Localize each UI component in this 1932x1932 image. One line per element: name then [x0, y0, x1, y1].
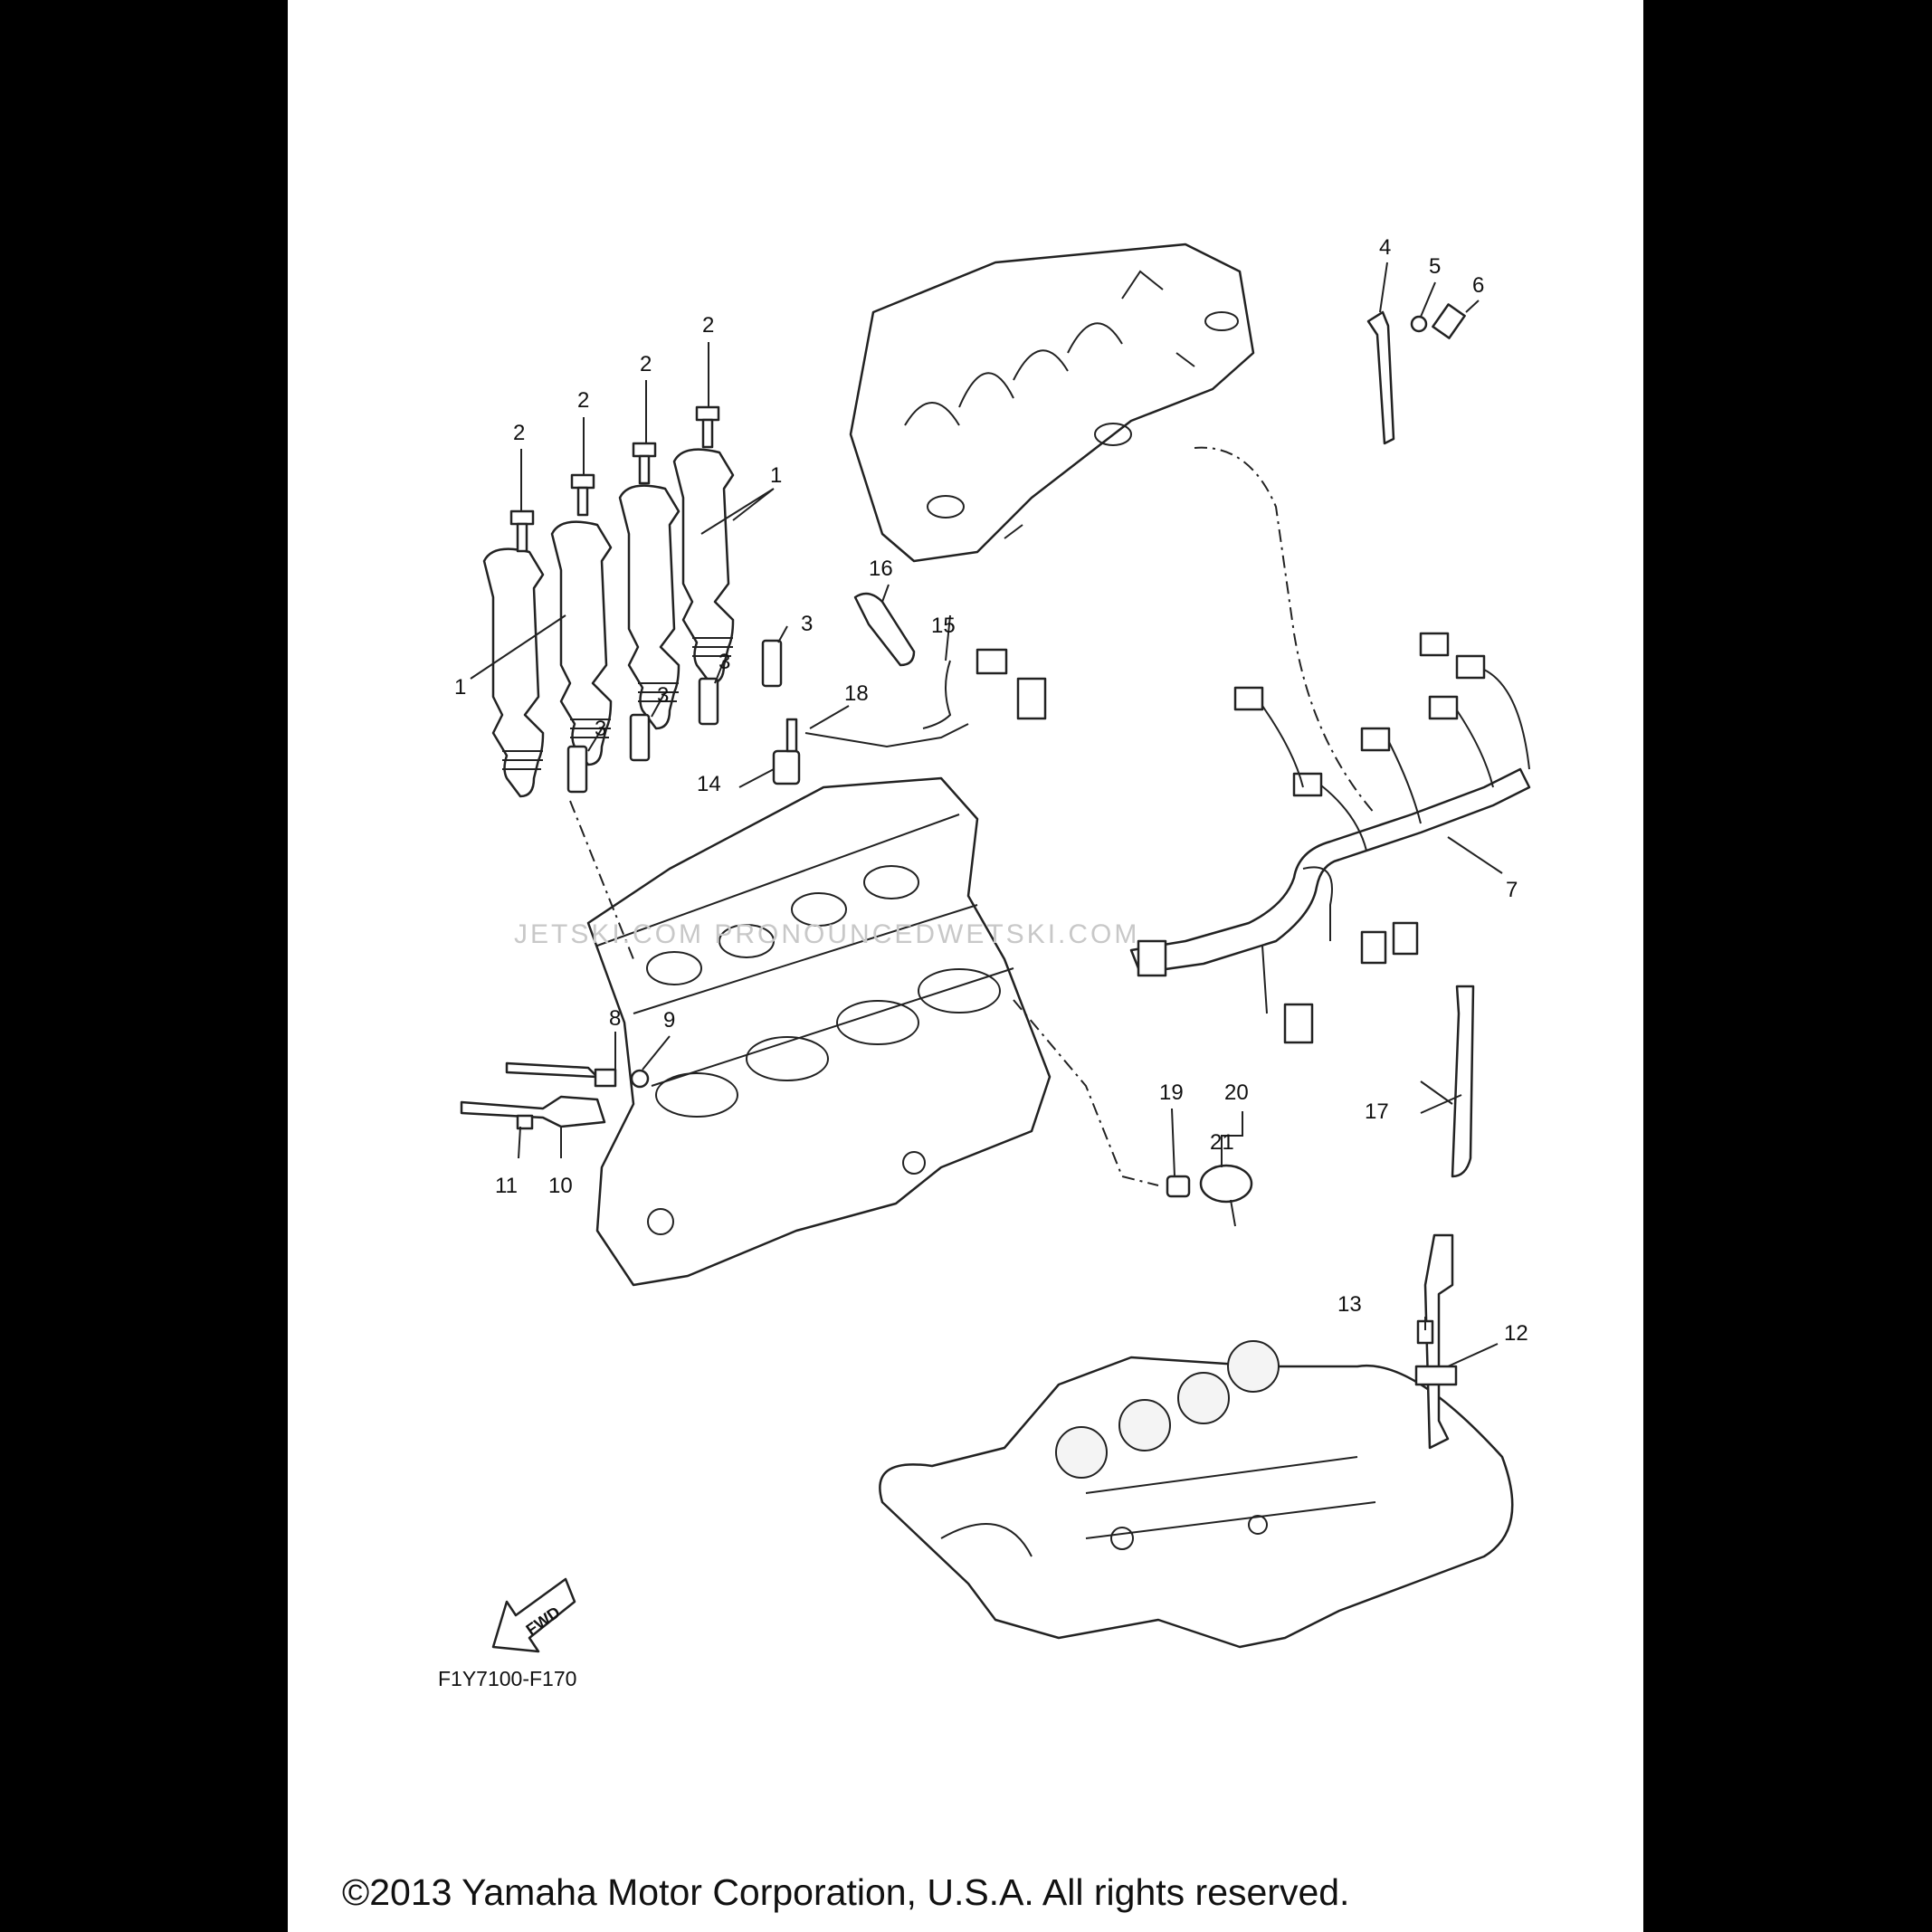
- callout-1a: 1: [770, 463, 782, 488]
- callout-3b: 3: [657, 683, 669, 708]
- callout-numbers: 1 1 2 2 2 2 3 3 3 3 4 5 6 7 8 9 10 11 12…: [454, 235, 1528, 1346]
- ignition-coils-drawing: [482, 448, 735, 798]
- callout-3c: 3: [719, 650, 730, 674]
- callout-14: 14: [697, 772, 721, 796]
- forward-direction-arrow: FWD: [491, 1577, 576, 1653]
- intake-manifold-drawing: [849, 243, 1255, 563]
- figure-code: F1Y7100-F170: [438, 1667, 577, 1690]
- callout-17: 17: [1365, 1099, 1389, 1124]
- callout-12: 12: [1504, 1321, 1528, 1346]
- spark-plugs-drawing: [566, 639, 783, 794]
- callout-3a: 3: [595, 717, 606, 741]
- callout-15: 15: [931, 614, 956, 638]
- small-parts-drawing: [460, 303, 1475, 1450]
- coil-bolts-drawing: [509, 405, 720, 553]
- callout-2b: 2: [577, 388, 589, 413]
- watermark-text: JETSKI.COM PRONOUNCEDWETSKI.COM: [514, 919, 1139, 949]
- callout-21: 21: [1210, 1130, 1234, 1155]
- copyright-notice: ©2013 Yamaha Motor Corporation, U.S.A. A…: [342, 1871, 1350, 1913]
- callout-2d: 2: [702, 313, 714, 338]
- wire-harness-drawing: [1129, 446, 1531, 1044]
- callout-13: 13: [1337, 1292, 1362, 1317]
- callout-16: 16: [869, 557, 893, 581]
- callout-6: 6: [1472, 273, 1484, 298]
- leader-lines: [470, 262, 1503, 1367]
- callout-19: 19: [1159, 1080, 1184, 1105]
- callout-2c: 2: [640, 352, 652, 376]
- callout-10: 10: [548, 1174, 573, 1198]
- callout-11: 11: [495, 1174, 518, 1198]
- callout-3d: 3: [801, 612, 813, 636]
- callout-2a: 2: [513, 421, 525, 445]
- callout-9: 9: [663, 1008, 675, 1033]
- engine-block-drawing: [586, 776, 1052, 1287]
- callout-1b: 1: [454, 675, 466, 700]
- callout-20: 20: [1224, 1080, 1249, 1105]
- exhaust-manifold-drawing: [879, 1340, 1514, 1649]
- callout-7: 7: [1506, 878, 1518, 902]
- callout-8: 8: [609, 1006, 621, 1031]
- callout-5: 5: [1429, 254, 1441, 279]
- callout-18: 18: [844, 681, 869, 706]
- callout-4: 4: [1379, 235, 1391, 260]
